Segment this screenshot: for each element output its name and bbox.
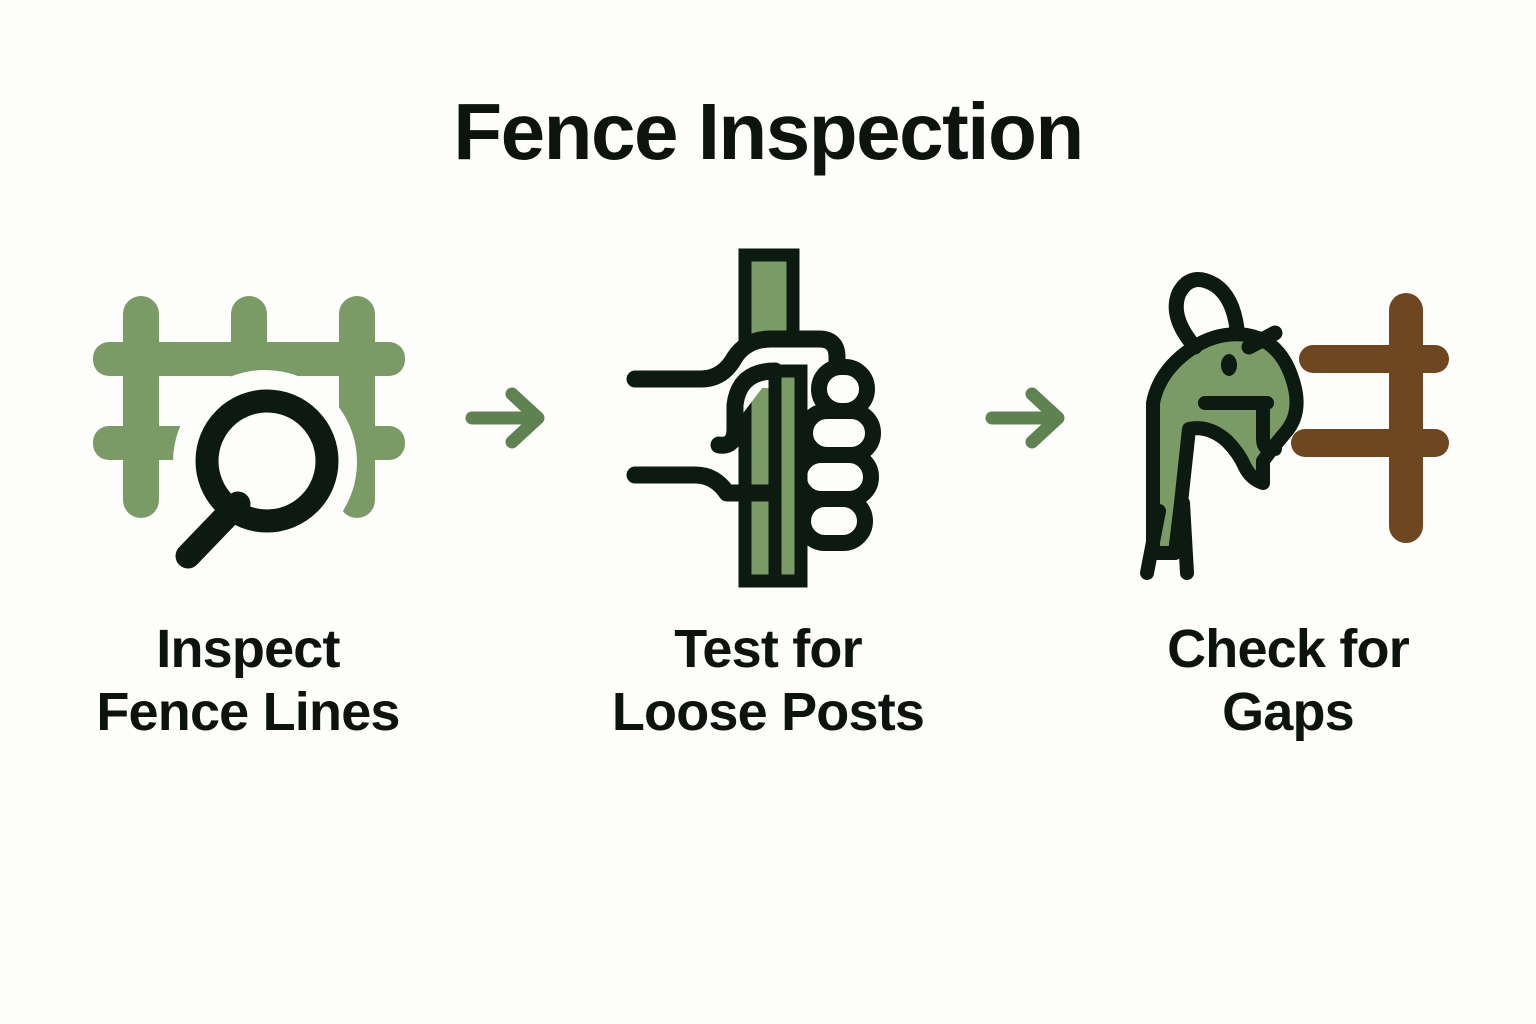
brown-fence [1291,293,1449,543]
step-test-for-loose-posts: Test for Loose Posts [568,248,968,743]
goat [1140,327,1304,580]
step-label-inspect-fence-lines: Inspect Fence Lines [96,619,400,742]
step-inspect-fence-lines: Inspect Fence Lines [48,258,448,743]
arrow-right-icon-2 [968,258,1088,578]
post-front-edge [768,364,808,588]
goat-beard [1256,396,1282,457]
page-title: Fence Inspection [453,87,1084,176]
goat-eye [1221,354,1237,376]
step-check-for-gaps: Check for Gaps [1088,258,1488,743]
step-label-test-for-loose-posts: Test for Loose Posts [611,619,925,742]
goat-and-broken-fence-icon [1108,258,1468,580]
step-label-check-for-gaps: Check for Gaps [1167,619,1410,742]
goat-ear [1241,325,1283,355]
arrow-right-icon-1 [448,258,568,578]
hand-gripping-post-icon [588,248,948,588]
magnifying-glass [175,389,339,569]
fingers [791,359,881,551]
steps-row: Inspect Fence Lines [0,248,1536,743]
fence-with-magnifier-icon [68,258,428,578]
goat-horn [1168,272,1245,355]
